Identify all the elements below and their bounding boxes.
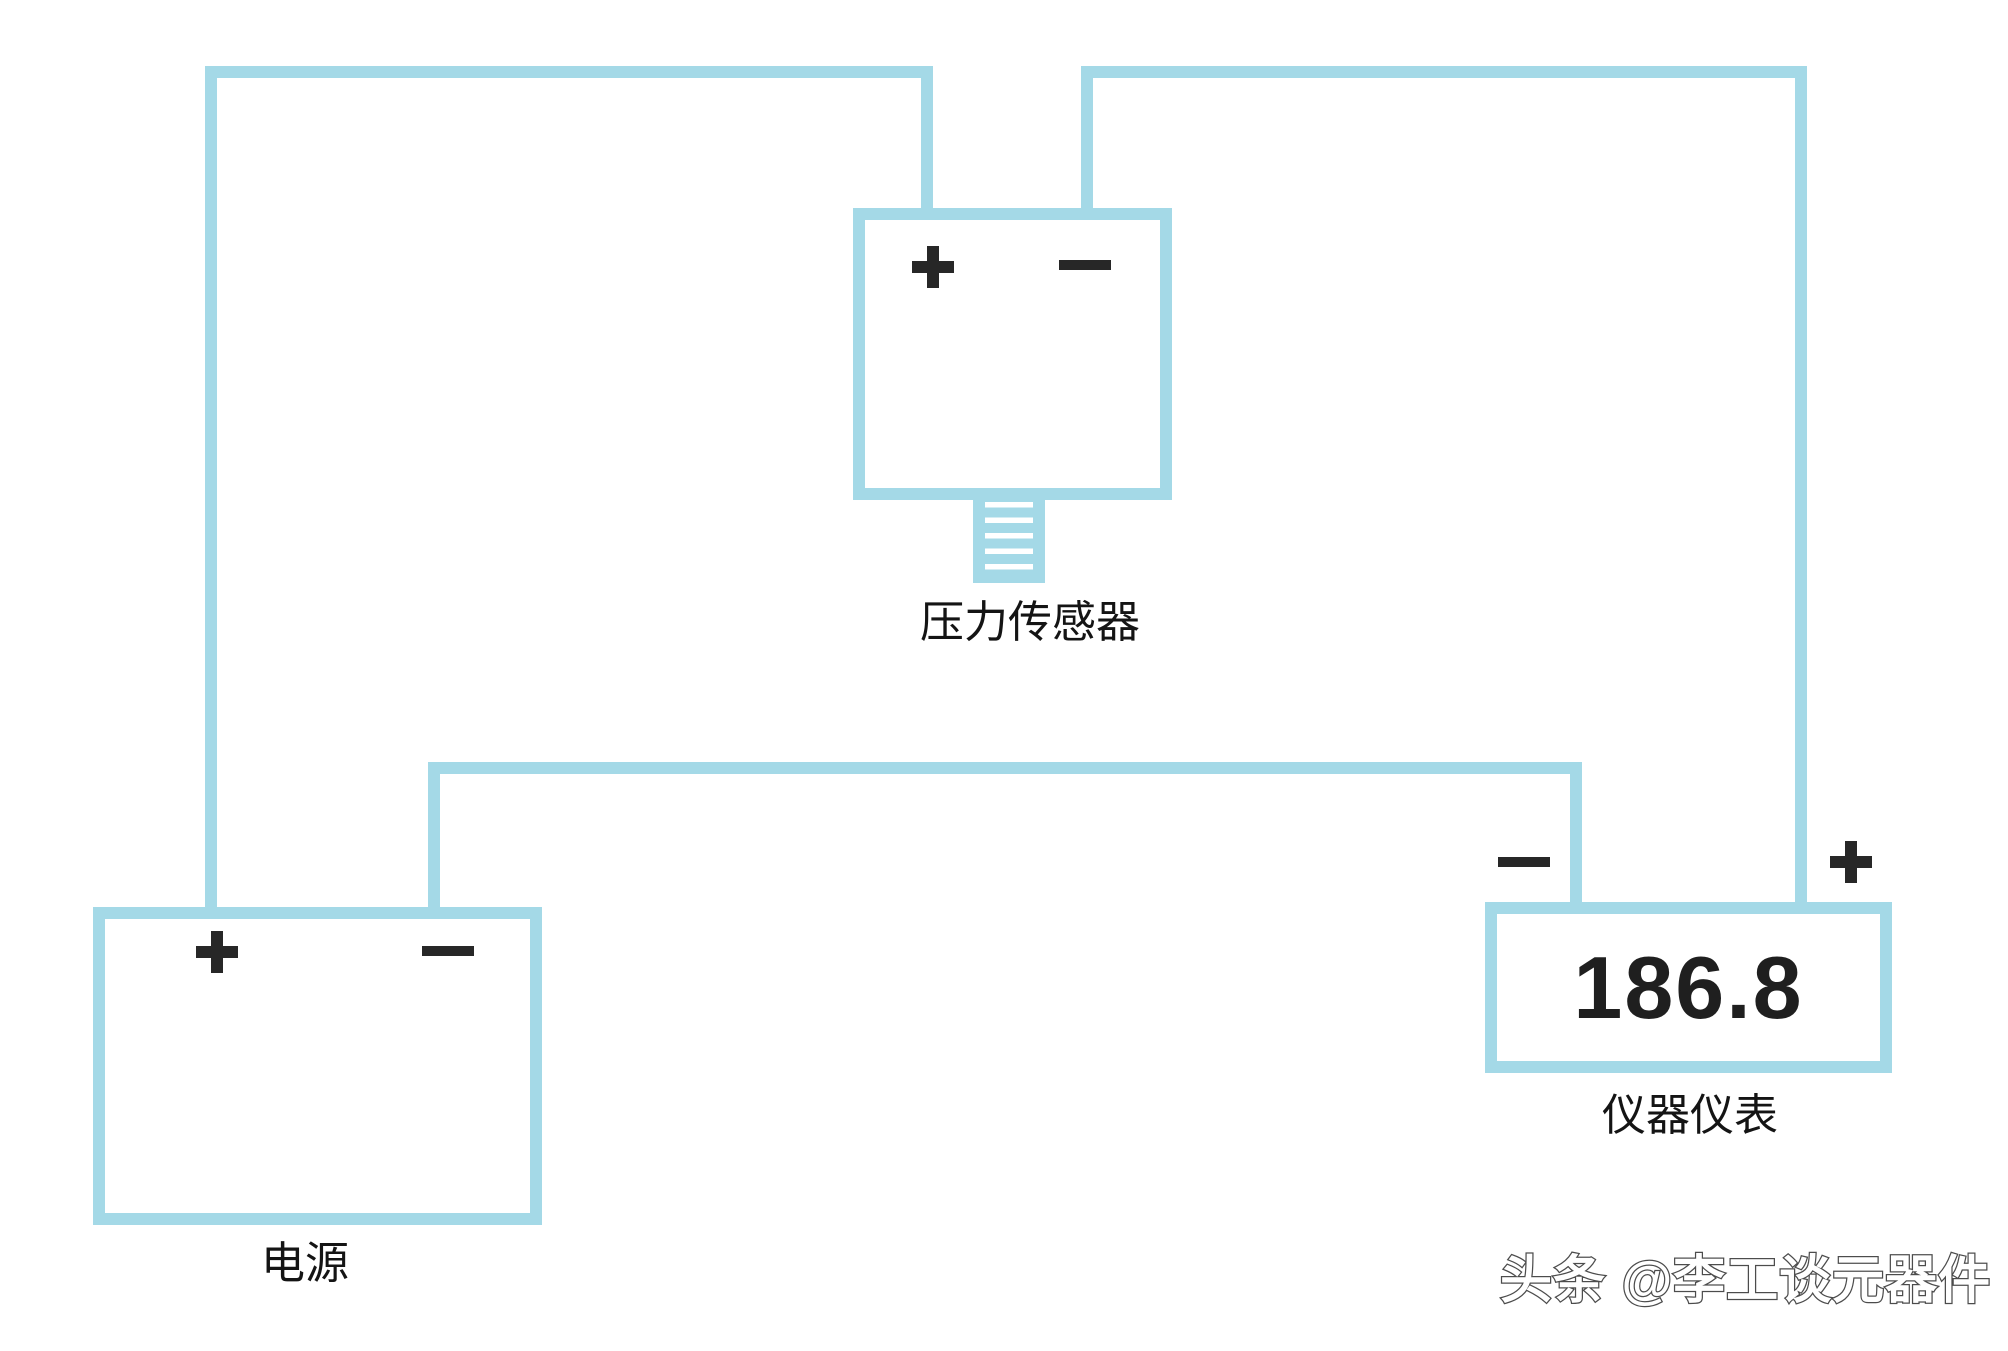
wire-right-riser <box>1795 66 1807 910</box>
plus-icon <box>1830 841 1872 883</box>
pressure-sensor-label: 压力传感器 <box>920 598 1140 647</box>
instrument-box <box>1485 902 1892 1073</box>
wire-instrument-negative-riser <box>1570 762 1582 910</box>
plus-icon <box>912 246 954 288</box>
wire-sensor-negative-riser <box>1081 66 1093 214</box>
wire-power-negative-riser <box>428 762 440 915</box>
power-supply-label: 电源 <box>261 1239 349 1288</box>
plus-icon <box>196 931 238 973</box>
wire-middle-horizontal <box>428 762 1582 774</box>
sensor-thread-stub <box>973 498 1045 583</box>
wire-top-right-horizontal <box>1081 66 1807 78</box>
minus-icon <box>1498 857 1550 867</box>
watermark-text: 头条 @李工谈元器件 <box>1499 1251 1992 1311</box>
minus-icon <box>422 946 474 956</box>
wire-sensor-positive-riser <box>921 66 933 214</box>
meter-display-value: 186.8 <box>1573 937 1804 1037</box>
wire-top-left-horizontal <box>205 66 933 78</box>
power-supply-box <box>93 907 542 1225</box>
wire-left-riser <box>205 66 217 915</box>
minus-icon <box>1059 260 1111 270</box>
pressure-sensor-box <box>853 208 1172 500</box>
thread-lines-icon <box>985 502 1033 570</box>
instrument-label: 仪器仪表 <box>1602 1091 1778 1140</box>
